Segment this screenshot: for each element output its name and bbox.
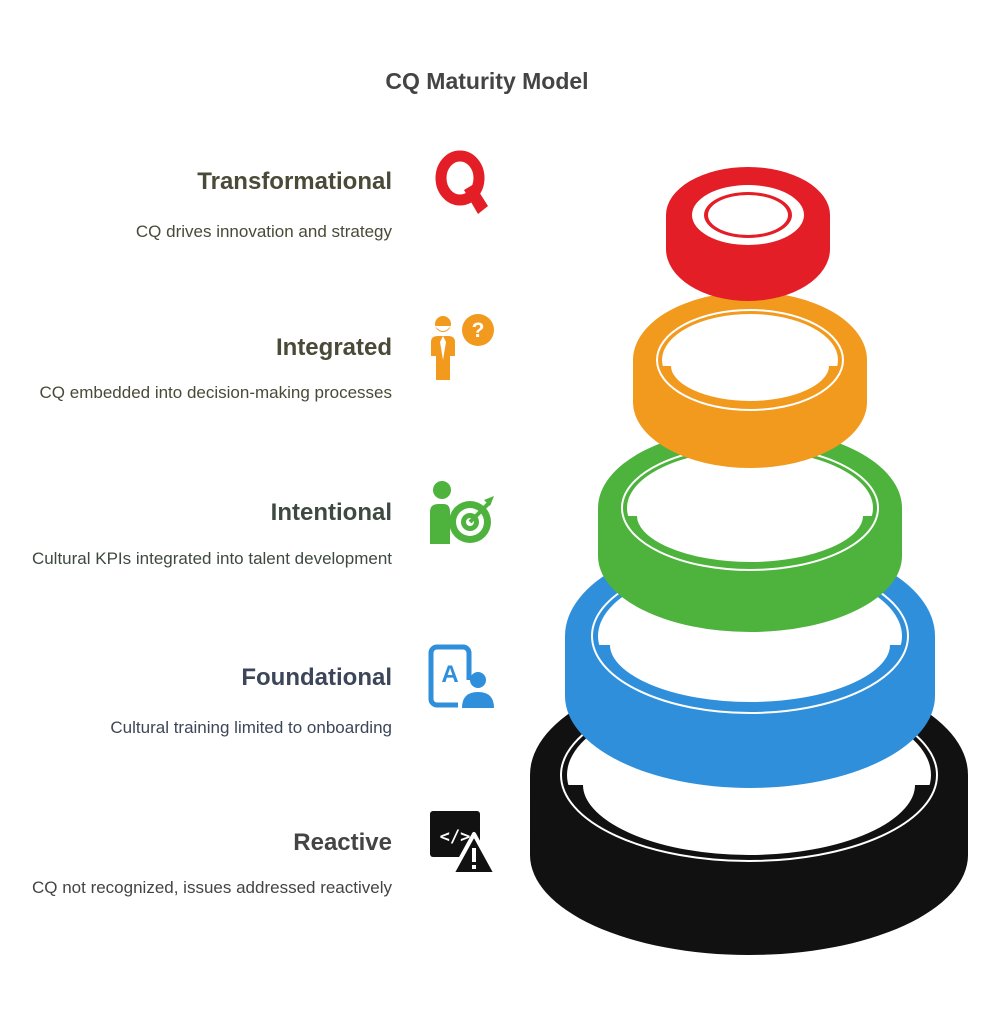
- svg-text:A: A: [441, 661, 458, 688]
- level-description-reactive: CQ not recognized, issues addressed reac…: [31, 878, 392, 897]
- ring-intentional: [598, 428, 902, 632]
- level-description-transformational: CQ drives innovation and strategy: [135, 222, 392, 241]
- ring-integrated: [633, 292, 867, 468]
- level-description-intentional: Cultural KPIs integrated into talent dev…: [31, 549, 392, 568]
- code-warning-icon: </>: [430, 811, 498, 876]
- ring-transformational: [666, 167, 830, 301]
- person-target-icon: [430, 481, 494, 544]
- page-title: CQ Maturity Model: [385, 68, 589, 94]
- svg-text:?: ?: [472, 319, 485, 342]
- level-title-intentional: Intentional: [270, 499, 392, 526]
- person-question-icon: ?: [431, 314, 494, 380]
- level-title-reactive: Reactive: [293, 829, 392, 856]
- translate-user-icon: A: [428, 644, 496, 710]
- letter-q-icon: [435, 150, 488, 214]
- svg-text:</>: </>: [440, 827, 471, 847]
- level-description-foundational: Cultural training limited to onboarding: [110, 718, 392, 737]
- level-title-integrated: Integrated: [275, 334, 392, 361]
- level-title-transformational: Transformational: [197, 168, 392, 195]
- level-title-foundational: Foundational: [241, 664, 392, 691]
- level-description-integrated: CQ embedded into decision-making process…: [39, 383, 392, 402]
